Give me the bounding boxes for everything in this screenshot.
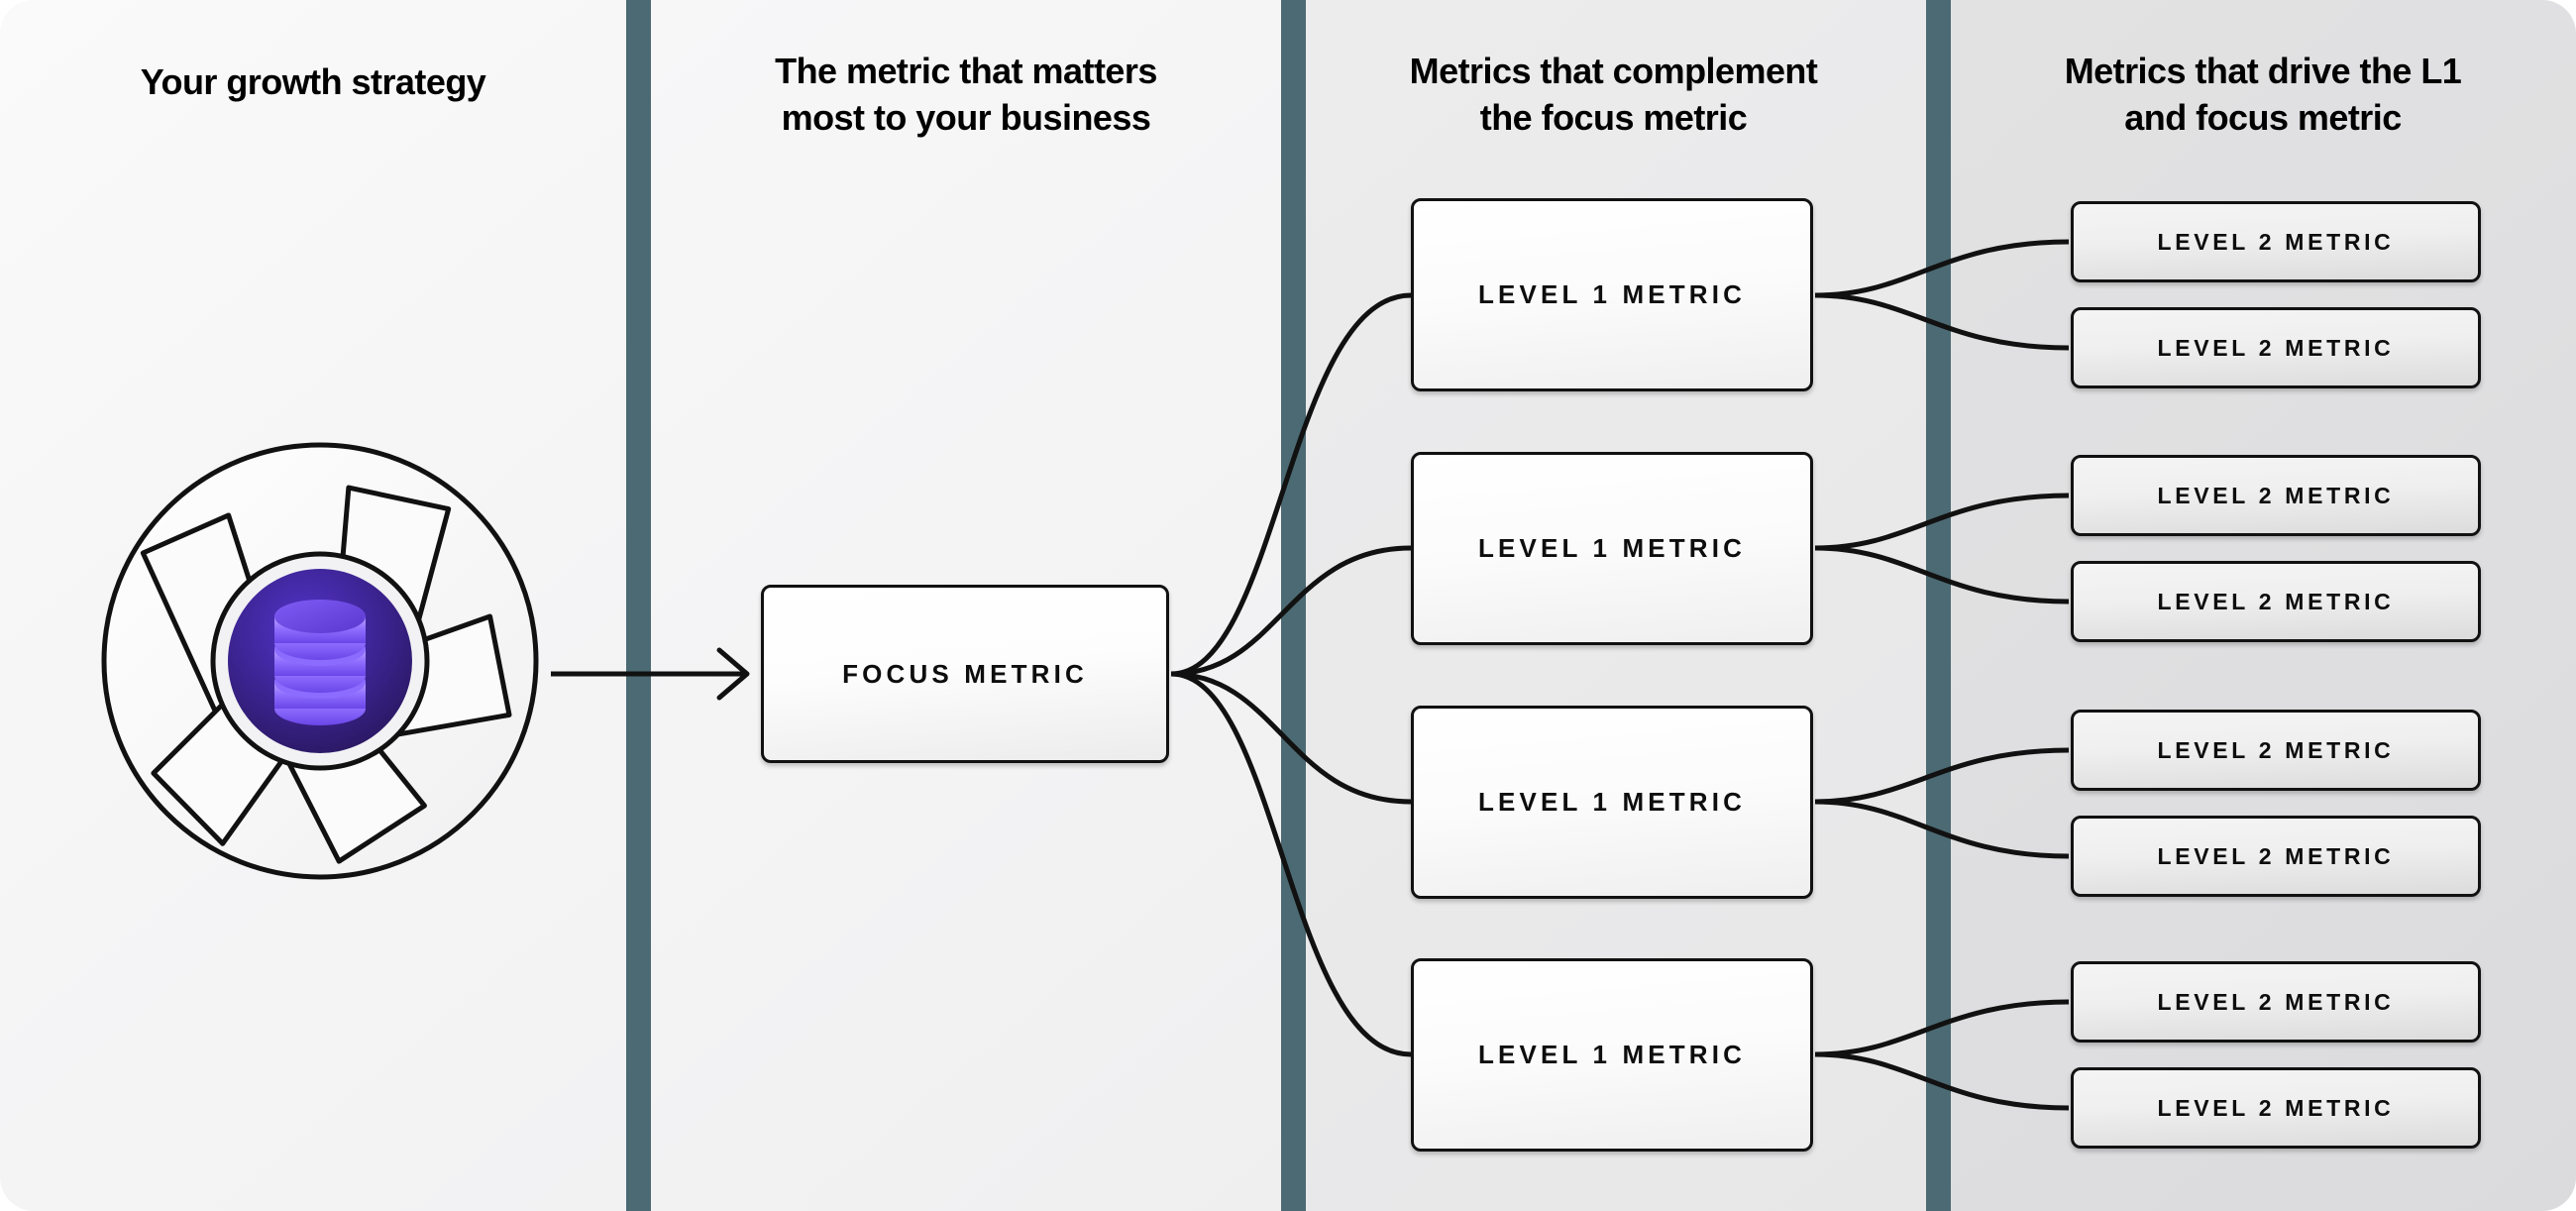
level2-metric-box-3[interactable]: LEVEL 2 METRIC — [2071, 455, 2481, 536]
level1-metric-label: LEVEL 1 METRIC — [1477, 1040, 1747, 1069]
focus-metric-box[interactable]: FOCUS METRIC — [761, 585, 1169, 763]
column-divider-3 — [1926, 0, 1951, 1211]
level1-metric-box-1[interactable]: LEVEL 1 METRIC — [1411, 198, 1813, 391]
database-icon — [274, 600, 366, 725]
level2-metric-box-8[interactable]: LEVEL 2 METRIC — [2071, 1067, 2481, 1149]
level2-metric-label: LEVEL 2 METRIC — [2157, 1094, 2395, 1121]
growth-strategy-logo — [101, 442, 539, 880]
column-title-growth-strategy: Your growth strategy — [140, 61, 486, 102]
level1-metric-box-3[interactable]: LEVEL 1 METRIC — [1411, 706, 1813, 899]
level2-metric-label: LEVEL 2 METRIC — [2157, 736, 2395, 763]
column-divider-1 — [626, 0, 651, 1211]
level2-metric-label: LEVEL 2 METRIC — [2157, 228, 2395, 255]
focus-metric-label: FOCUS METRIC — [842, 658, 1088, 689]
column-divider-2 — [1281, 0, 1306, 1211]
level1-metric-box-2[interactable]: LEVEL 1 METRIC — [1411, 452, 1813, 645]
level2-metric-box-7[interactable]: LEVEL 2 METRIC — [2071, 961, 2481, 1043]
level2-metric-box-5[interactable]: LEVEL 2 METRIC — [2071, 710, 2481, 791]
level2-metric-label: LEVEL 2 METRIC — [2157, 482, 2395, 508]
level2-metric-label: LEVEL 2 METRIC — [2157, 588, 2395, 614]
level1-metric-box-4[interactable]: LEVEL 1 METRIC — [1411, 958, 1813, 1152]
level1-metric-label: LEVEL 1 METRIC — [1477, 533, 1747, 563]
level2-metric-label: LEVEL 2 METRIC — [2157, 842, 2395, 869]
level1-metric-label: LEVEL 1 METRIC — [1477, 279, 1747, 309]
level1-metric-label: LEVEL 1 METRIC — [1477, 787, 1747, 817]
level2-metric-box-4[interactable]: LEVEL 2 METRIC — [2071, 561, 2481, 642]
level2-metric-box-6[interactable]: LEVEL 2 METRIC — [2071, 816, 2481, 897]
level2-metric-box-2[interactable]: LEVEL 2 METRIC — [2071, 307, 2481, 388]
level2-metric-box-1[interactable]: LEVEL 2 METRIC — [2071, 201, 2481, 282]
level2-metric-label: LEVEL 2 METRIC — [2157, 334, 2395, 361]
level2-metric-label: LEVEL 2 METRIC — [2157, 988, 2395, 1015]
